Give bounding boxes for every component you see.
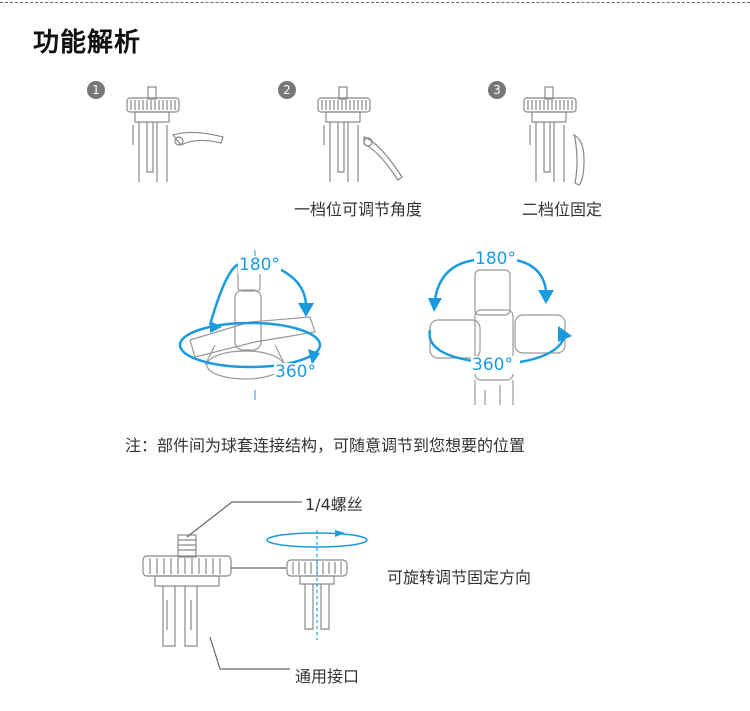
mount-parts-illustration — [142, 501, 368, 670]
right-horizontal-rotation-label: 360° — [471, 355, 514, 375]
right-vertical-rotation-label: 180° — [474, 249, 517, 269]
page-title: 功能解析 — [33, 28, 142, 58]
step2-caption: 一档位可调节角度 — [294, 200, 423, 219]
mount-step1-illustration — [126, 86, 224, 182]
ball-joint-rotation-illustration — [428, 258, 572, 405]
note-text: 注：部件间为球套连接结构，可随意调节到您想要的位置 — [125, 436, 526, 455]
screw-label: 1/4螺丝 — [305, 495, 363, 514]
step-badge-2: 2 — [278, 81, 296, 99]
left-vertical-rotation-label: 180° — [238, 255, 281, 275]
mount-step3-illustration — [523, 86, 585, 186]
step-badge-3: 3 — [488, 81, 506, 99]
step3-caption: 二档位固定 — [522, 200, 603, 219]
step-badge-1: 1 — [87, 81, 105, 99]
dashed-divider — [0, 2, 750, 3]
left-horizontal-rotation-label: 360° — [274, 362, 317, 382]
rotate-adjust-label: 可旋转调节固定方向 — [387, 568, 532, 587]
mount-step2-illustration — [317, 86, 403, 182]
universal-interface-label: 通用接口 — [295, 667, 360, 686]
